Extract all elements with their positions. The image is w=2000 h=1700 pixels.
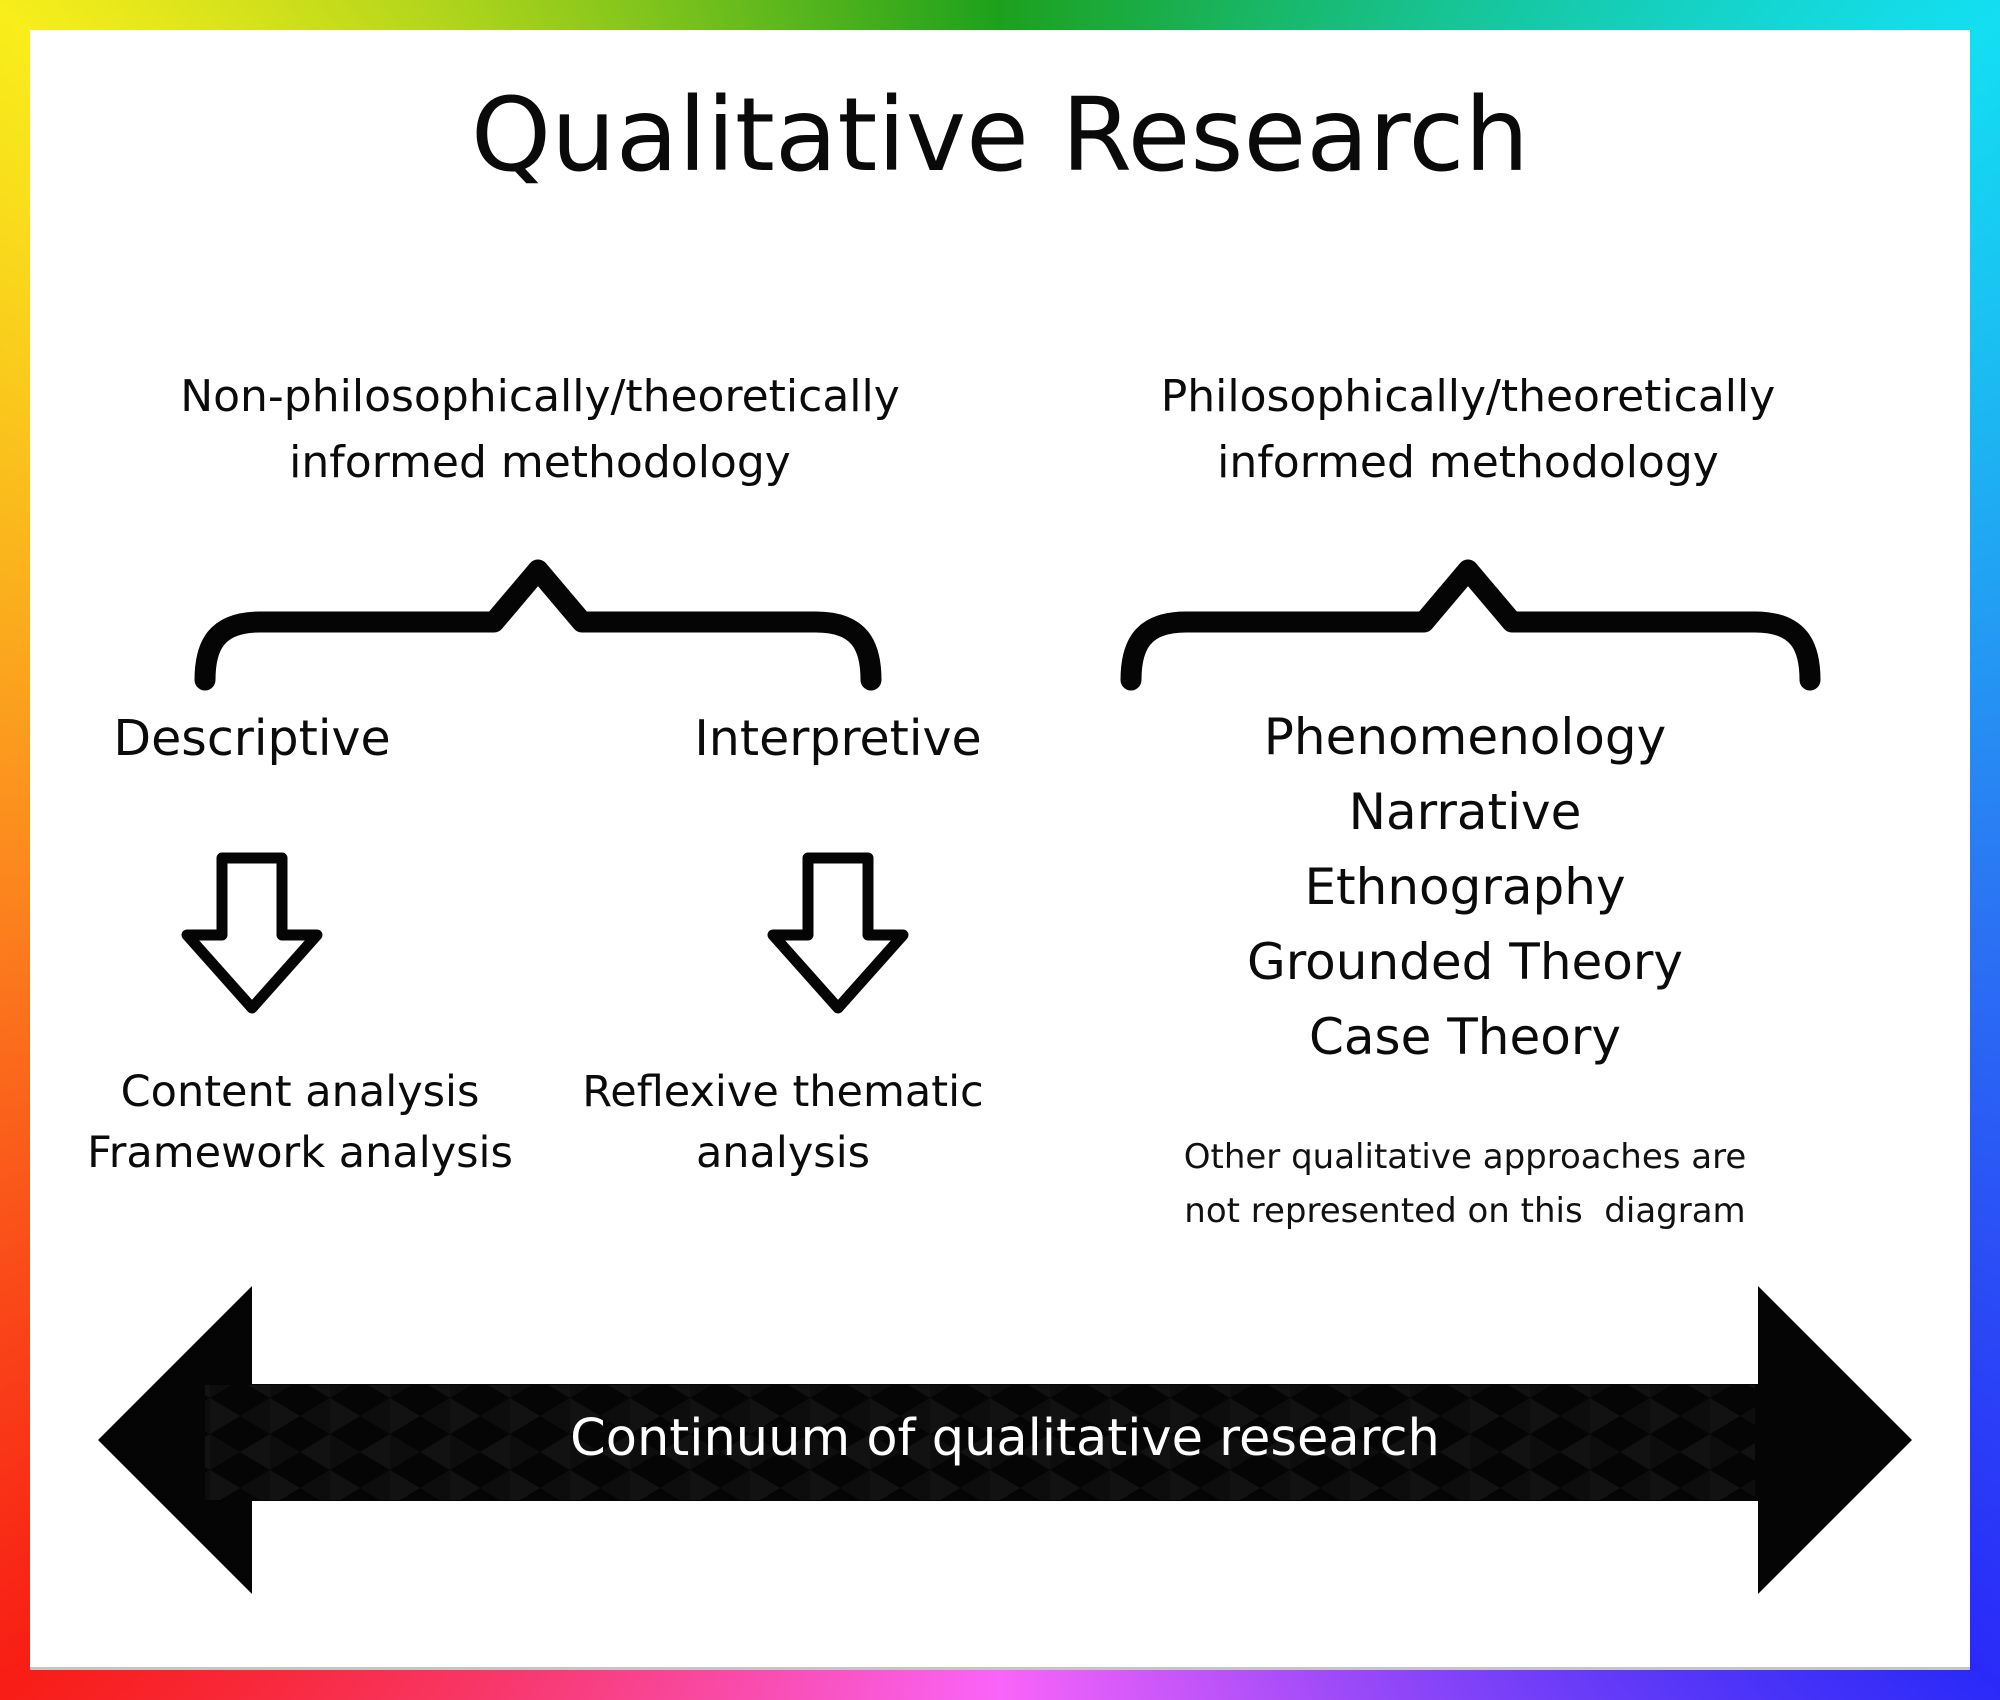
heading-line: Philosophically/theoretically — [1160, 371, 1776, 422]
continuum-arrow-texture — [205, 1385, 1755, 1500]
continuum-label: Continuum of qualitative research — [570, 1409, 1440, 1468]
outcome-line: Content analysis — [120, 1067, 480, 1117]
page-title: Qualitative Research — [470, 76, 1530, 195]
outcome-line: Framework analysis — [87, 1128, 513, 1178]
outcome-line: analysis — [695, 1128, 871, 1178]
diagram-shapes — [98, 559, 1912, 1594]
heading-line: informed methodology — [289, 437, 791, 488]
label-descriptive: Descriptive — [113, 710, 391, 767]
down-arrow-icon-right — [767, 852, 909, 1014]
approach-item: Grounded Theory — [1246, 933, 1684, 991]
diagram-panel: Qualitative Research Non-philosophically… — [30, 30, 1970, 1670]
heading-line: informed methodology — [1217, 437, 1719, 488]
approaches-list: Phenomenology Narrative Ethnography Grou… — [1165, 700, 1765, 1075]
note-line: Other qualitative approaches are — [1183, 1137, 1747, 1177]
outcome-line: Reflexive thematic — [582, 1067, 984, 1117]
label-interpretive: Interpretive — [694, 710, 982, 767]
approach-item: Narrative — [1348, 783, 1582, 841]
other-approaches-note: Other qualitative approaches are not rep… — [1165, 1130, 1765, 1238]
heading-philosophical: Philosophically/theoretically informed m… — [1078, 364, 1858, 496]
heading-line: Non-philosophically/theoretically — [180, 371, 900, 422]
outcome-descriptive: Content analysis Framework analysis — [50, 1062, 550, 1184]
approach-item: Phenomenology — [1263, 708, 1667, 766]
down-arrow-icon-left — [181, 852, 323, 1014]
approach-item: Case Theory — [1309, 1008, 1621, 1066]
note-line: not represented on this diagram — [1184, 1191, 1746, 1231]
outcome-interpretive: Reflexive thematic analysis — [533, 1062, 1033, 1184]
curly-brace-right-icon — [1120, 559, 1821, 691]
heading-non-philosophical: Non-philosophically/theoretically inform… — [40, 364, 1040, 496]
curly-brace-left-icon — [194, 559, 882, 691]
approach-item: Ethnography — [1304, 858, 1626, 916]
